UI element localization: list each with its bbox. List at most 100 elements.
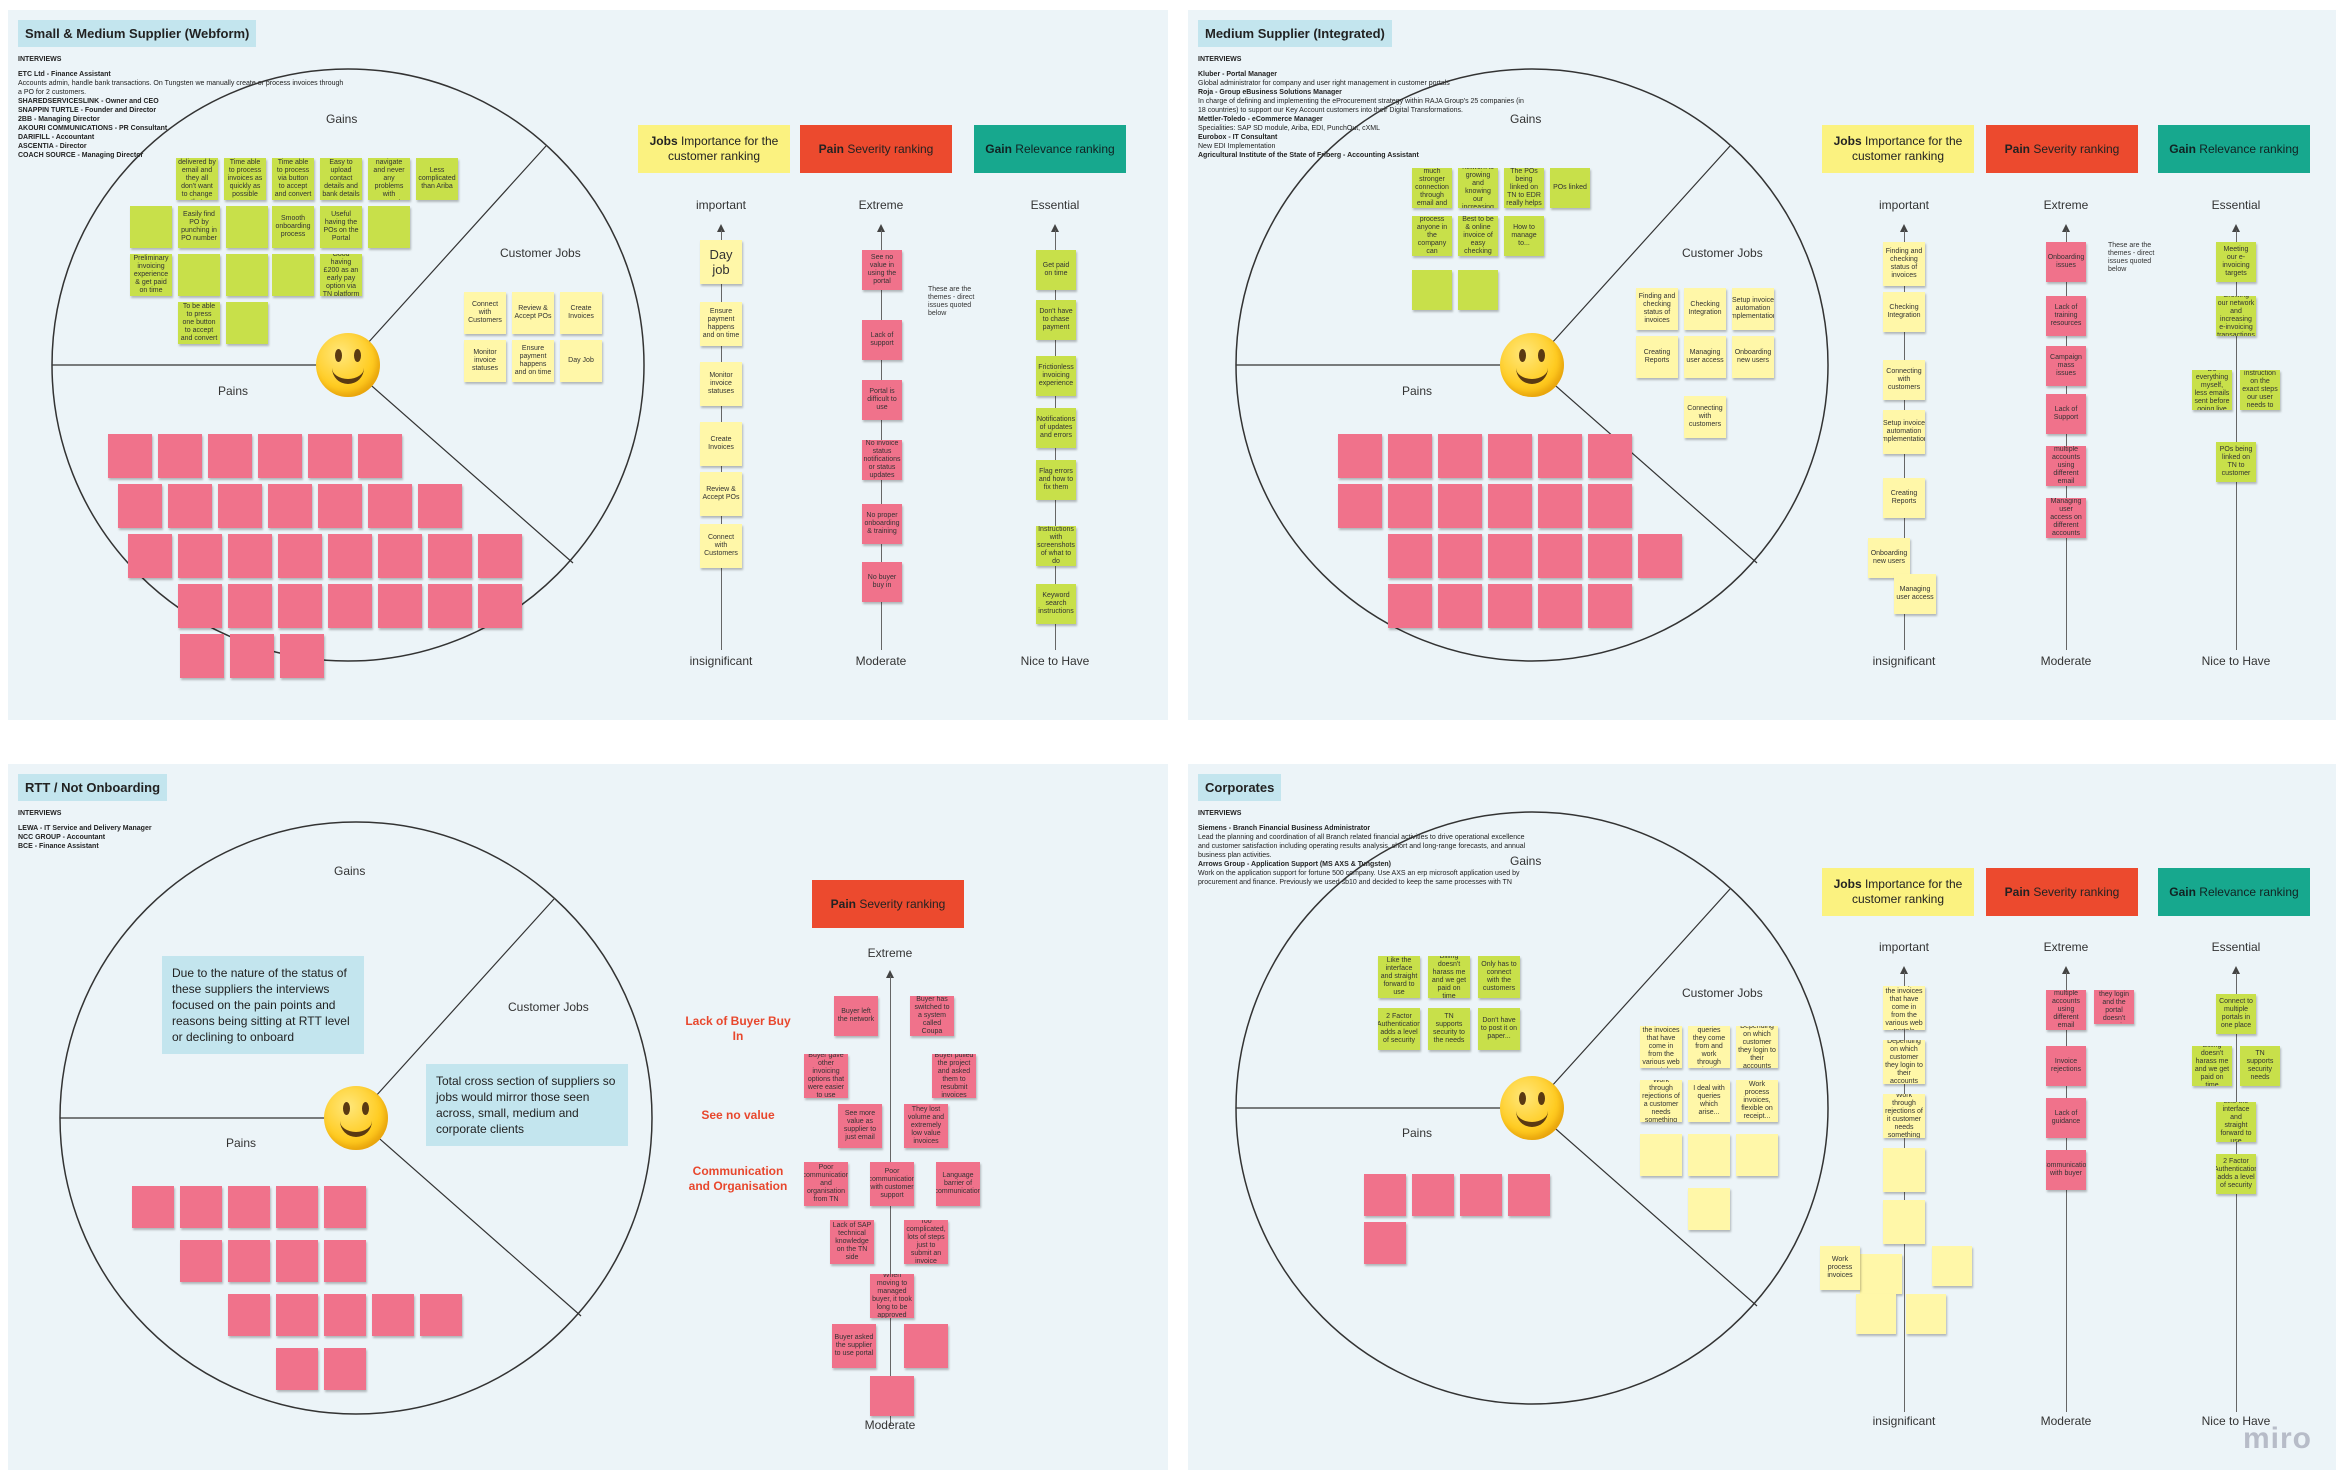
pain-rank-sticky[interactable]: Buyer pulled the project and asked them … xyxy=(932,1054,976,1098)
pain-sticky[interactable] xyxy=(418,484,462,528)
gain-sticky[interactable] xyxy=(226,206,268,248)
pain-sticky[interactable] xyxy=(1438,584,1482,628)
job-rank-sticky[interactable] xyxy=(1906,1294,1946,1334)
pain-sticky[interactable] xyxy=(178,584,222,628)
job-sticky[interactable]: I deal with queries which arise... xyxy=(1688,1080,1730,1122)
pain-rank-sticky[interactable]: When moving to managed buyer, it took lo… xyxy=(870,1274,914,1318)
job-rank-sticky[interactable]: Connect with Customers xyxy=(700,524,742,568)
pain-sticky[interactable] xyxy=(1388,484,1432,528)
pain-rank-sticky[interactable]: See no value in using the portal xyxy=(862,250,902,290)
pain-sticky[interactable] xyxy=(328,584,372,628)
pain-rank-sticky[interactable]: No invoice status notifications or statu… xyxy=(862,440,902,480)
pain-sticky[interactable] xyxy=(276,1294,318,1336)
pain-sticky[interactable] xyxy=(1412,1174,1454,1216)
job-rank-sticky[interactable]: Identify at the invoices that have come … xyxy=(1883,986,1925,1030)
pain-sticky[interactable] xyxy=(368,484,412,528)
pain-sticky[interactable] xyxy=(178,534,222,578)
gain-sticky[interactable]: Good having £200 as an early pay option … xyxy=(320,254,362,296)
pain-rank-sticky[interactable]: Lack of Support xyxy=(2046,394,2086,434)
pain-sticky[interactable] xyxy=(278,584,322,628)
pain-rank-sticky[interactable]: Invoice rejections xyxy=(2046,1046,2086,1086)
pain-rank-sticky[interactable]: Managing user access on different accoun… xyxy=(2046,498,2086,538)
job-rank-sticky[interactable] xyxy=(1860,1254,1902,1294)
gain-sticky[interactable]: TN supports security to the needs xyxy=(1428,1008,1470,1050)
pain-rank-sticky[interactable]: Buyer has switched to a system called Co… xyxy=(910,996,954,1036)
pain-rank-sticky[interactable]: See more value as supplier to just email xyxy=(838,1104,882,1148)
pain-sticky[interactable] xyxy=(1538,434,1582,478)
pain-rank-sticky[interactable]: Portal is difficult to use xyxy=(862,380,902,420)
job-rank-sticky[interactable] xyxy=(1883,1148,1925,1192)
pain-sticky[interactable] xyxy=(324,1294,366,1336)
pain-sticky[interactable] xyxy=(1488,534,1532,578)
pain-rank-sticky[interactable]: Lack of guidance xyxy=(2046,1098,2086,1138)
pain-rank-sticky[interactable]: Language barrier of communication xyxy=(936,1162,980,1206)
pain-sticky[interactable] xyxy=(132,1186,174,1228)
pain-sticky[interactable] xyxy=(1538,584,1582,628)
pain-sticky[interactable] xyxy=(1488,584,1532,628)
pain-rank-sticky[interactable] xyxy=(904,1324,948,1368)
pain-rank-sticky[interactable]: Having multiple accounts using different… xyxy=(2046,446,2086,486)
gain-sticky[interactable]: To be able to press one button to accept… xyxy=(178,302,220,344)
pain-sticky[interactable] xyxy=(372,1294,414,1336)
gain-rank-sticky[interactable]: Growing our network and increasing e-inv… xyxy=(2216,296,2256,336)
job-rank-sticky[interactable]: Managing user access xyxy=(1894,574,1936,614)
pain-rank-sticky[interactable]: Having multiple accounts using different… xyxy=(2046,990,2086,1030)
pain-sticky[interactable] xyxy=(1338,434,1382,478)
pain-sticky[interactable] xyxy=(324,1186,366,1228)
gain-sticky[interactable]: Don't have to post it on paper... xyxy=(1478,1008,1520,1050)
job-rank-sticky[interactable]: Review & Accept POs xyxy=(700,472,742,516)
pain-sticky[interactable] xyxy=(1460,1174,1502,1216)
job-sticky[interactable] xyxy=(1640,1134,1682,1176)
gain-rank-sticky[interactable]: Billing doesn't harass me and we get pai… xyxy=(2192,1046,2232,1086)
gain-rank-sticky[interactable]: Get paid on time xyxy=(1036,250,1076,290)
job-sticky[interactable]: Connecting with customers xyxy=(1684,396,1726,438)
gain-sticky[interactable]: Like the interface and straight forward … xyxy=(1378,956,1420,998)
gain-rank-sticky[interactable]: Instructions with screenshots of what to… xyxy=(1036,526,1076,566)
pain-sticky[interactable] xyxy=(1588,534,1632,578)
pain-sticky[interactable] xyxy=(324,1348,366,1390)
gain-rank-sticky[interactable]: Notifications of updates and errors xyxy=(1036,408,1076,448)
gain-rank-sticky[interactable]: Meeting our e-invoicing targets xyxy=(2216,242,2256,282)
job-rank-sticky[interactable]: Onboarding new users xyxy=(1868,538,1910,578)
pain-sticky[interactable] xyxy=(168,484,212,528)
job-rank-sticky[interactable]: Connecting with customers xyxy=(1883,360,1925,400)
pain-sticky[interactable] xyxy=(1538,534,1582,578)
pain-sticky[interactable] xyxy=(420,1294,462,1336)
pain-sticky[interactable] xyxy=(228,1240,270,1282)
job-rank-sticky[interactable]: Create Invoices xyxy=(700,422,742,466)
gain-sticky[interactable] xyxy=(226,254,268,296)
gain-rank-sticky[interactable]: Don't have to chase payment xyxy=(1036,300,1076,340)
job-sticky[interactable]: Creating Reports xyxy=(1636,336,1678,378)
pain-sticky[interactable] xyxy=(428,584,472,628)
pain-sticky[interactable] xyxy=(208,434,252,478)
pain-sticky[interactable] xyxy=(1364,1222,1406,1264)
pain-sticky[interactable] xyxy=(228,534,272,578)
pain-sticky[interactable] xyxy=(228,584,272,628)
gain-rank-sticky[interactable]: Keyword search instructions xyxy=(1036,584,1076,624)
job-sticky[interactable] xyxy=(1688,1188,1730,1230)
pain-sticky[interactable] xyxy=(1438,484,1482,528)
gain-rank-sticky[interactable]: TN supports security needs xyxy=(2240,1046,2280,1086)
pain-sticky[interactable] xyxy=(1488,484,1532,528)
pain-sticky[interactable] xyxy=(276,1240,318,1282)
pain-sticky[interactable] xyxy=(1588,584,1632,628)
pain-sticky[interactable] xyxy=(428,534,472,578)
pain-sticky[interactable] xyxy=(328,534,372,578)
pain-rank-sticky[interactable]: Too complicated, lots of steps just to s… xyxy=(904,1220,948,1264)
gain-sticky[interactable] xyxy=(178,254,220,296)
job-sticky[interactable]: I deal when queries they come from and w… xyxy=(1688,1026,1730,1068)
job-sticky[interactable]: Connect with Customers xyxy=(464,292,506,334)
pain-rank-sticky[interactable]: No buyer buy in xyxy=(862,562,902,602)
gain-sticky[interactable]: Time able to process via button to accep… xyxy=(272,158,314,200)
pain-sticky[interactable] xyxy=(1438,534,1482,578)
pain-sticky[interactable] xyxy=(1588,484,1632,528)
pain-rank-sticky[interactable]: Buyer gave other invoicing options that … xyxy=(804,1054,848,1098)
gain-rank-sticky[interactable]: Flag errors and how to fix them xyxy=(1036,460,1076,500)
gain-sticky[interactable]: Create a much stronger connection throug… xyxy=(1412,168,1452,208)
job-sticky[interactable]: Identify at the invoices that have come … xyxy=(1640,1026,1682,1068)
pain-sticky[interactable] xyxy=(1588,434,1632,478)
pain-rank-sticky[interactable]: Poor communication and organisation from… xyxy=(804,1162,848,1206)
pain-sticky[interactable] xyxy=(268,484,312,528)
job-rank-sticky[interactable]: Creating Reports xyxy=(1883,478,1925,518)
gain-sticky[interactable]: 2 Factor Authentication adds a level of … xyxy=(1378,1008,1420,1050)
